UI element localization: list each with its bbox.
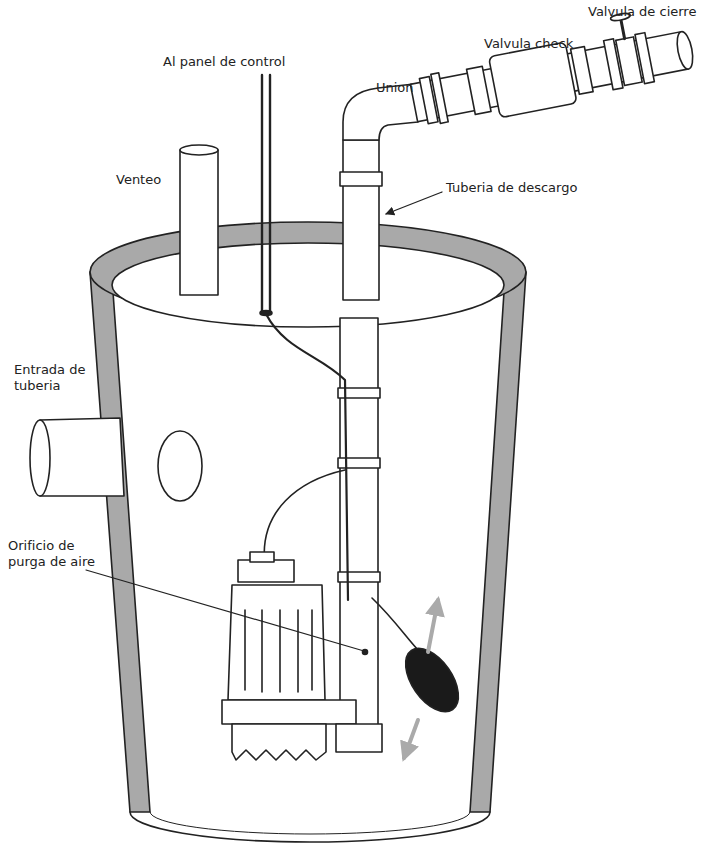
inlet-pipe <box>40 418 124 496</box>
float-arrow <box>404 720 418 758</box>
horizontal-pipe <box>410 32 688 122</box>
pipe-collar <box>340 172 382 186</box>
part-label: Union <box>376 80 446 96</box>
inlet-hole <box>158 431 202 501</box>
basin-wall <box>90 272 150 812</box>
pipe-strap <box>338 458 380 468</box>
float-switch <box>395 639 469 721</box>
float-arrow <box>428 600 438 652</box>
leader-line <box>386 192 442 214</box>
pipe-strap <box>338 572 380 582</box>
pipe-coupling <box>571 46 594 94</box>
leader-line <box>86 570 364 651</box>
basin-bottom <box>130 812 490 842</box>
basin-floor <box>150 812 470 834</box>
power-cord <box>266 314 348 600</box>
vent-pipe-top <box>180 145 218 155</box>
union <box>431 73 448 124</box>
pump-handle <box>250 552 274 562</box>
part-label: Orificio de purga de aire <box>8 538 108 570</box>
check-valve <box>489 42 577 118</box>
pump-cord <box>264 470 345 566</box>
pipe-coupling <box>467 66 491 114</box>
basin-lid <box>112 243 504 327</box>
control-cable <box>262 75 270 312</box>
discharge-pipe <box>343 140 379 300</box>
part-label: Entrada de tuberia <box>14 362 94 394</box>
basin-wall <box>470 272 526 812</box>
vent-pipe <box>180 150 218 295</box>
part-label: Valvula check <box>484 36 614 52</box>
part-label: Al panel de control <box>163 54 323 70</box>
shutoff-valve <box>635 33 654 84</box>
air-bleed-hole <box>363 650 368 655</box>
part-label: Venteo <box>116 172 196 188</box>
float-cord <box>372 598 420 652</box>
part-label: Valvula de cierre <box>588 4 708 20</box>
pipe-end <box>674 30 695 70</box>
inlet-pipe-end <box>30 420 50 496</box>
pump-fins <box>245 610 312 692</box>
part-label: Tuberia de descargo <box>446 180 616 196</box>
pump-body <box>228 585 325 700</box>
valve-stem <box>621 19 625 39</box>
pump-base <box>222 700 356 724</box>
pump-cap <box>238 560 294 582</box>
pump-outlet <box>336 724 382 752</box>
pump-intake <box>232 724 326 760</box>
